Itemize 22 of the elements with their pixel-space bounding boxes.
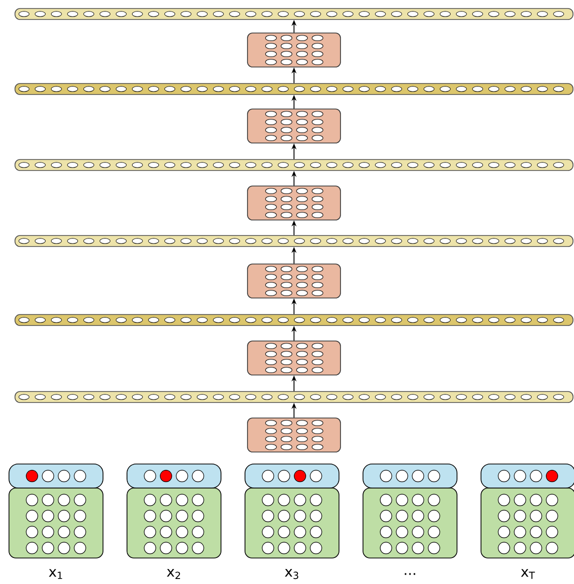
input-drawing xyxy=(244,464,340,558)
layer-bar xyxy=(14,83,574,95)
input-drawing xyxy=(8,464,104,558)
layer-bar xyxy=(14,391,574,403)
unit-box xyxy=(247,264,341,298)
unit-box xyxy=(247,108,341,144)
unit-box xyxy=(247,186,341,220)
layer-bar xyxy=(14,235,574,247)
input-drawing xyxy=(126,464,222,558)
layer-bar xyxy=(14,314,574,326)
input-drawing xyxy=(362,464,458,558)
unit-box xyxy=(247,418,341,452)
input-label: x$_{T}$ xyxy=(521,569,535,579)
layer-bar xyxy=(14,159,574,171)
unit-box xyxy=(247,32,341,68)
input-label: x$_{3}$ xyxy=(284,568,298,580)
input-drawing xyxy=(480,464,574,558)
unit-box xyxy=(247,340,341,376)
layer-bar xyxy=(14,8,574,20)
input-label: ... xyxy=(404,573,416,575)
input-label: x$_{2}$ xyxy=(166,569,180,579)
input-label: x$_{1}$ xyxy=(48,569,62,579)
